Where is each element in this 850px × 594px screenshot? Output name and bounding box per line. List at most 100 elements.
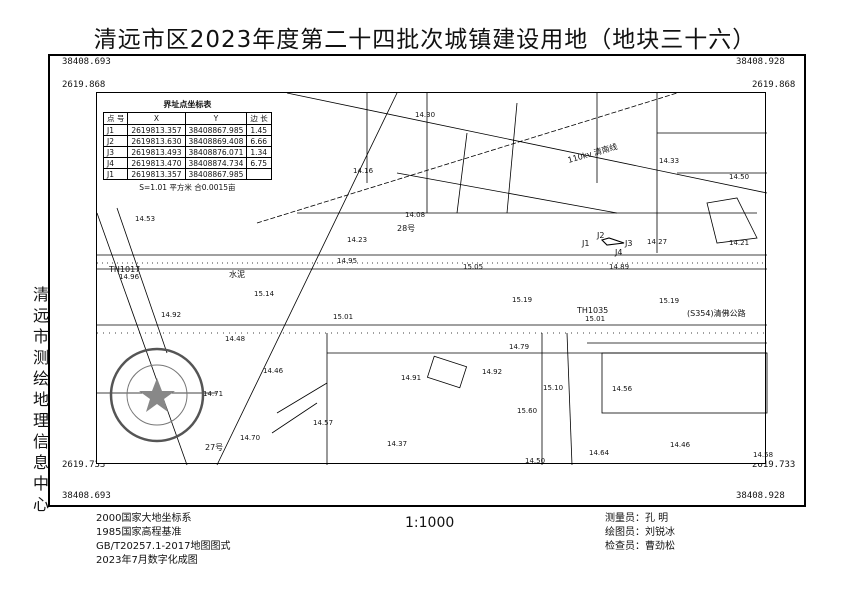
- point-27-label: 27号: [205, 443, 224, 452]
- cell: J3: [102, 146, 129, 158]
- elevation-label: 14.37: [387, 440, 408, 448]
- elevation-label: 14.21: [729, 239, 750, 247]
- map-drawing: [96, 92, 768, 466]
- elevation-label: 15.14: [254, 290, 275, 298]
- water-pond: [706, 197, 758, 244]
- elevation-label: 14.92: [482, 368, 503, 376]
- coord-top-right-y: 2619.868: [752, 80, 796, 90]
- left-road-edge-2: [116, 207, 168, 354]
- area-summary: S=1.01 平方米 合0.0015亩: [139, 183, 236, 192]
- col-point: 点 号: [102, 112, 129, 125]
- coord-bottom-left-x: 38408.693: [62, 491, 111, 501]
- elevation-label: 15.19: [659, 297, 680, 305]
- cell: 2619813.357: [127, 124, 186, 136]
- cell: 1.34: [246, 146, 272, 158]
- coord-top-left-y: 2619.868: [62, 80, 106, 90]
- cell: 2619813.357: [127, 168, 186, 180]
- elevation-label: 14.08: [405, 211, 426, 219]
- cell: 38408869.408: [184, 135, 248, 147]
- map-scale: 1:1000: [405, 515, 455, 531]
- elevation-label: 14.95: [337, 257, 358, 265]
- j4-label: J4: [615, 248, 623, 257]
- left-road-edge: [96, 212, 188, 466]
- elevation-label: 14.46: [670, 441, 691, 449]
- elevation-label: 14.96: [119, 273, 140, 281]
- elevation-label: 14.89: [609, 263, 630, 271]
- j2-label: J2: [597, 231, 605, 240]
- coord-bottom-right-x: 38408.928: [736, 491, 785, 501]
- coord-top-right-x: 38408.928: [736, 57, 785, 67]
- elevation-label: 14.33: [659, 157, 680, 165]
- cell: J2: [102, 135, 129, 147]
- road-th1035-label: TH1035: [577, 306, 609, 315]
- elevation-label: 14.56: [612, 385, 633, 393]
- cell: 6.75: [246, 157, 272, 169]
- elevation-label: 14.50: [525, 457, 546, 465]
- coord-bottom-left-y: 2619.733: [62, 460, 106, 470]
- surveyor: 测量员：孔 明: [605, 513, 669, 524]
- col-y: Y: [184, 112, 248, 125]
- coord-table-title: 界址点坐标表: [163, 100, 212, 109]
- elevation-label: 14.46: [263, 367, 284, 375]
- cell: 2619813.493: [127, 146, 186, 158]
- stamp-seal: [109, 347, 205, 443]
- surveying-center-label: 清远市测绘地理信息中心: [32, 285, 49, 514]
- table-row: J2 2619813.630 38408869.408 6.66: [102, 135, 272, 147]
- j1-label: J1: [582, 239, 590, 248]
- elevation-label: 15.05: [463, 263, 484, 271]
- elevation-datum: 1985国家高程基准: [96, 527, 182, 538]
- elevation-label: 14.57: [313, 419, 334, 427]
- cell: 1.45: [246, 124, 272, 136]
- parcel-polygon: [600, 237, 625, 246]
- mapping-date: 2023年7月数字化成图: [96, 555, 198, 566]
- col-length: 边 长: [246, 112, 272, 125]
- cement-label: 水泥: [229, 270, 245, 279]
- cell: 6.66: [246, 135, 272, 147]
- table-row: J1 2619813.357 38408867.985: [102, 168, 272, 180]
- building-rect: [426, 355, 468, 389]
- elevation-label: 15.01: [333, 313, 354, 321]
- coord-top-left-x: 38408.693: [62, 57, 111, 67]
- power-line: [256, 92, 678, 224]
- cell: 38408876.071: [184, 146, 248, 158]
- elevation-label: 15.01: [585, 315, 606, 323]
- cell: 2619813.470: [127, 157, 186, 169]
- cell: J1: [102, 124, 129, 136]
- elevation-label: 14.91: [401, 374, 422, 382]
- elevation-label: 14.71: [203, 390, 224, 398]
- building-block: [601, 352, 768, 414]
- cell: 2619813.630: [127, 135, 186, 147]
- elevation-label: 14.48: [225, 335, 246, 343]
- road-s354-label: (S354)清佛公路: [687, 309, 746, 318]
- elevation-label: 14.70: [240, 434, 261, 442]
- j3-label: J3: [625, 239, 633, 248]
- coordinate-system: 2000国家大地坐标系: [96, 513, 192, 524]
- cell: 38408867.985: [184, 168, 248, 180]
- cell: 38408874.734: [184, 157, 248, 169]
- map-standard: GB/T20257.1-2017地图图式: [96, 541, 231, 552]
- cell: [246, 168, 272, 180]
- elevation-label: 14.50: [729, 173, 750, 181]
- elevation-label: 15.19: [512, 296, 533, 304]
- road-th1017-label: TH1017: [109, 265, 141, 274]
- elevation-label: 15.10: [543, 384, 564, 392]
- map-title: 清远市区2023年度第二十四批次城镇建设用地（地块三十六）: [93, 27, 757, 53]
- elevation-label: 14.58: [753, 451, 774, 459]
- elevation-label: 14.27: [647, 238, 668, 246]
- boundary-coordinate-table: 界址点坐标表 点 号 X Y 边 长 J1 2619813.357 384088…: [102, 99, 272, 193]
- cell: J1: [102, 168, 129, 180]
- table-row: J3 2619813.493 38408876.071 1.34: [102, 146, 272, 158]
- outer-frame: [48, 54, 806, 507]
- drafter: 绘图员：刘锐冰: [605, 527, 675, 538]
- coord-bottom-right-y: 2619.733: [752, 460, 796, 470]
- point-28-label: 28号: [397, 224, 416, 233]
- cell: J4: [102, 157, 129, 169]
- map-notes: 2000国家大地坐标系 1985国家高程基准 GB/T20257.1-2017地…: [96, 512, 231, 568]
- elevation-label: 15.60: [517, 407, 538, 415]
- staff-info: 测量员：孔 明 绘图员：刘锐冰 检查员：曹劲松: [605, 512, 675, 554]
- elevation-label: 14.30: [415, 111, 436, 119]
- col-x: X: [127, 112, 186, 125]
- table-row: J4 2619813.470 38408874.734 6.75: [102, 157, 272, 169]
- elevation-label: 14.23: [347, 236, 368, 244]
